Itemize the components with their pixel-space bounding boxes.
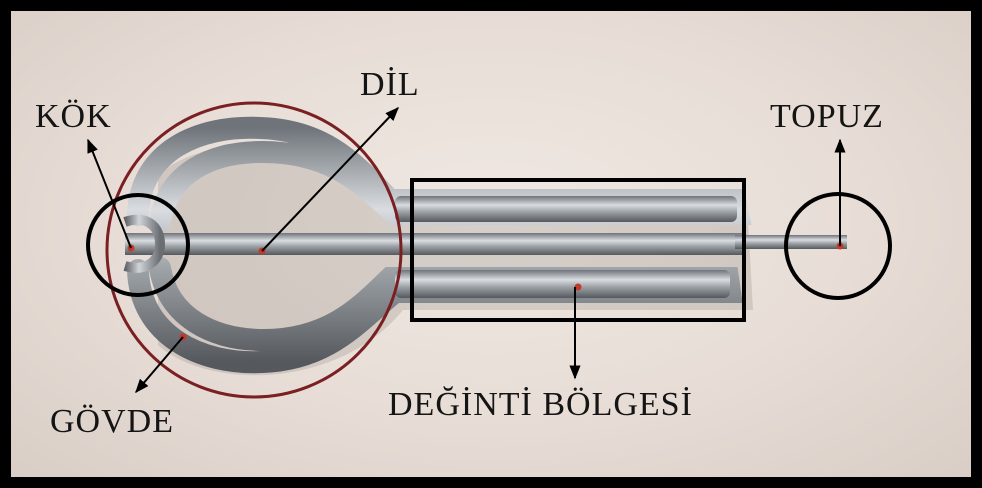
tongue-reed [125,233,745,255]
label-govde: GÖVDE [50,405,174,439]
label-topuz: TOPUZ [770,100,884,134]
upper-arm [395,196,737,222]
lower-arm [395,270,730,298]
tongue-tip [735,235,847,249]
label-kok: KÖK [35,100,112,134]
label-dil: DİL [360,68,420,102]
label-deginti: DEĞİNTİ BÖLGESİ [388,388,693,422]
